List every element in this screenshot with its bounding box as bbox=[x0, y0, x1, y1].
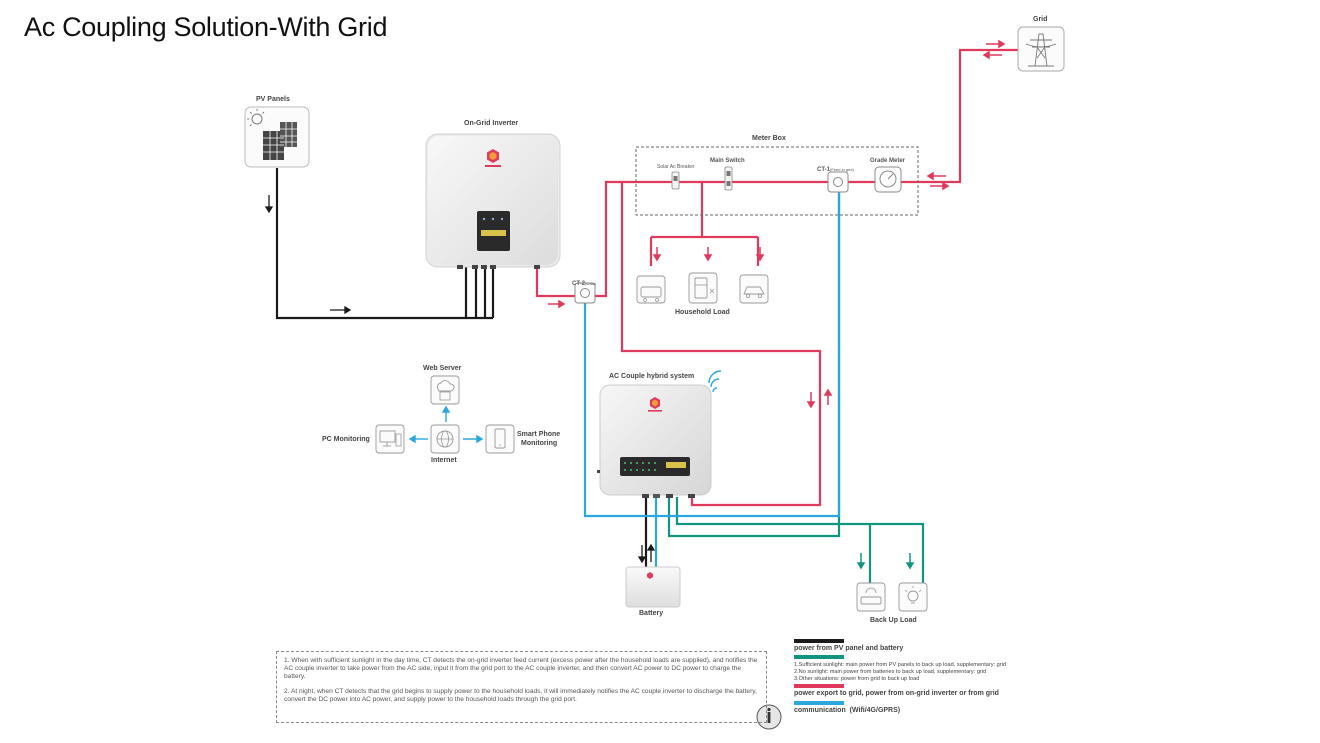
main-switch-label: Main Switch bbox=[710, 158, 745, 164]
backup-load-icons bbox=[856, 582, 928, 612]
ac-power-lines bbox=[535, 48, 1020, 507]
car-icon bbox=[739, 274, 769, 304]
hybrid-system-label: AC Couple hybrid system bbox=[609, 373, 695, 380]
legend-green-item-2: 2.No sunlight: main power from batteries… bbox=[794, 669, 987, 675]
pc-monitor-icon bbox=[375, 424, 405, 454]
wifi-icon bbox=[708, 370, 722, 393]
router-icon bbox=[856, 582, 886, 612]
smart-phone-label-line2: Monitoring bbox=[521, 440, 558, 447]
fridge-icon bbox=[688, 272, 718, 304]
washer-icon bbox=[636, 275, 666, 304]
internet-label: Internet bbox=[431, 457, 457, 464]
legend-blue-text: communication (Wifi/4G/GPRS) bbox=[794, 707, 901, 714]
household-load-icons bbox=[636, 272, 769, 304]
backup-load-lines bbox=[667, 183, 925, 583]
solar-panel-icon bbox=[244, 106, 310, 168]
page-title: Ac Coupling Solution-With Grid bbox=[24, 12, 388, 42]
legend-swatch-green bbox=[794, 655, 844, 659]
ct1-sub: (Feed in grid) bbox=[830, 167, 854, 172]
smart-phone-label-line1: Smart Phone bbox=[517, 431, 561, 438]
ct2-sub: (solar) bbox=[585, 281, 597, 286]
battery-device bbox=[625, 566, 681, 608]
legend-green-item-3: 3.Other situations: power from grid to b… bbox=[794, 676, 920, 682]
ct1-name: CT-1 bbox=[817, 167, 831, 173]
lamp-icon bbox=[898, 582, 928, 612]
pv-panels-label: PV Panels bbox=[256, 96, 290, 103]
hybrid-inverter-device bbox=[597, 384, 712, 498]
legend-green-item-1: 1.Sufficient sunlight: main power from P… bbox=[794, 662, 1006, 668]
explanation-notes: 1. When with sufficient sunlight in the … bbox=[276, 651, 767, 723]
pv-dc-lines bbox=[275, 168, 648, 568]
legend-red-text: power export to grid, power from on-grid… bbox=[794, 690, 999, 697]
solar-ac-breaker-label: Solar Ac Breaker bbox=[657, 164, 695, 170]
grid-label: Grid bbox=[1033, 16, 1048, 23]
web-server-label: Web Server bbox=[423, 365, 462, 372]
grade-meter-label: Grade Meter bbox=[870, 158, 906, 164]
back-up-load-label: Back Up Load bbox=[870, 617, 917, 624]
ct2-label: CT-2(solar) bbox=[572, 272, 596, 290]
info-icon bbox=[756, 704, 782, 730]
meter-box-label: Meter Box bbox=[752, 135, 786, 142]
legend-swatch-black bbox=[794, 639, 844, 643]
green-arrows bbox=[856, 553, 915, 570]
note-day: 1. When with sufficient sunlight in the … bbox=[284, 657, 758, 681]
red-arrows bbox=[548, 39, 1006, 409]
on-grid-inverter-label: On-Grid Inverter bbox=[464, 120, 519, 127]
transmission-tower-icon bbox=[1017, 26, 1065, 72]
on-grid-inverter-device bbox=[425, 133, 561, 269]
communication-lines bbox=[583, 190, 841, 568]
communication-arrows bbox=[408, 405, 484, 444]
note-night: 2. At night, when CT detects that the gr… bbox=[284, 687, 757, 703]
smart-phone-icon bbox=[485, 424, 515, 454]
main-switch-icon bbox=[724, 166, 733, 191]
globe-icon bbox=[430, 424, 460, 454]
ct1-clamp-icon bbox=[827, 171, 849, 193]
legend-swatch-blue bbox=[794, 701, 844, 705]
meter-box-frame bbox=[635, 146, 919, 216]
household-load-label: Household Load bbox=[675, 309, 730, 316]
battery-label: Battery bbox=[639, 610, 664, 617]
solar-ac-breaker-icon bbox=[671, 171, 680, 190]
pc-monitoring-label: PC Monitoring bbox=[322, 436, 370, 443]
legend-swatch-red bbox=[794, 684, 844, 688]
ct2-name: CT-2 bbox=[572, 281, 586, 287]
grade-meter-icon bbox=[874, 166, 902, 193]
legend: power from PV panel and battery 1.Suffic… bbox=[794, 639, 1074, 714]
cloud-server-icon bbox=[430, 375, 460, 405]
black-arrows bbox=[264, 195, 656, 564]
ct2-clamp-icon bbox=[574, 282, 596, 304]
legend-black-text: power from PV panel and battery bbox=[794, 645, 904, 652]
ct1-label: CT-1(Feed in grid) bbox=[817, 158, 854, 176]
